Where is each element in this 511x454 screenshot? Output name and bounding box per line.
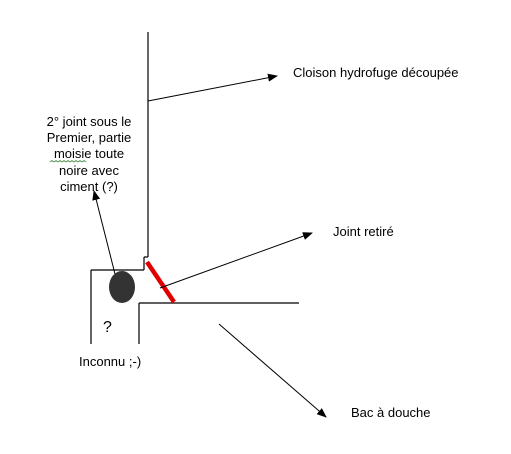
label-second-joint-line-1: 2° joint sous le: [47, 114, 132, 129]
label-second-joint-line-4: noire avec: [59, 163, 119, 178]
label-second-joint-line-2: Premier, partie: [47, 130, 132, 145]
arrow-second-joint: [92, 190, 116, 275]
arrow-bac: [218, 323, 327, 418]
label-question-mark: ?: [103, 319, 112, 336]
label-cloison: Cloison hydrofuge découpée: [293, 65, 459, 80]
label-bac: Bac à douche: [351, 405, 431, 420]
label-joint-retire: Joint retiré: [333, 224, 394, 239]
label-second-joint-line-5: ciment (?): [60, 179, 118, 194]
arrow-joint-retire: [159, 232, 313, 289]
moldy-joint-ellipse: [109, 271, 135, 303]
label-inconnu: Inconnu ;-): [79, 354, 141, 369]
spellcheck-squiggle: [49, 160, 87, 163]
label-second-joint-line-3: moisie toute: [54, 146, 124, 161]
removed-joint-line: [145, 260, 176, 304]
arrow-cloison: [147, 73, 278, 102]
